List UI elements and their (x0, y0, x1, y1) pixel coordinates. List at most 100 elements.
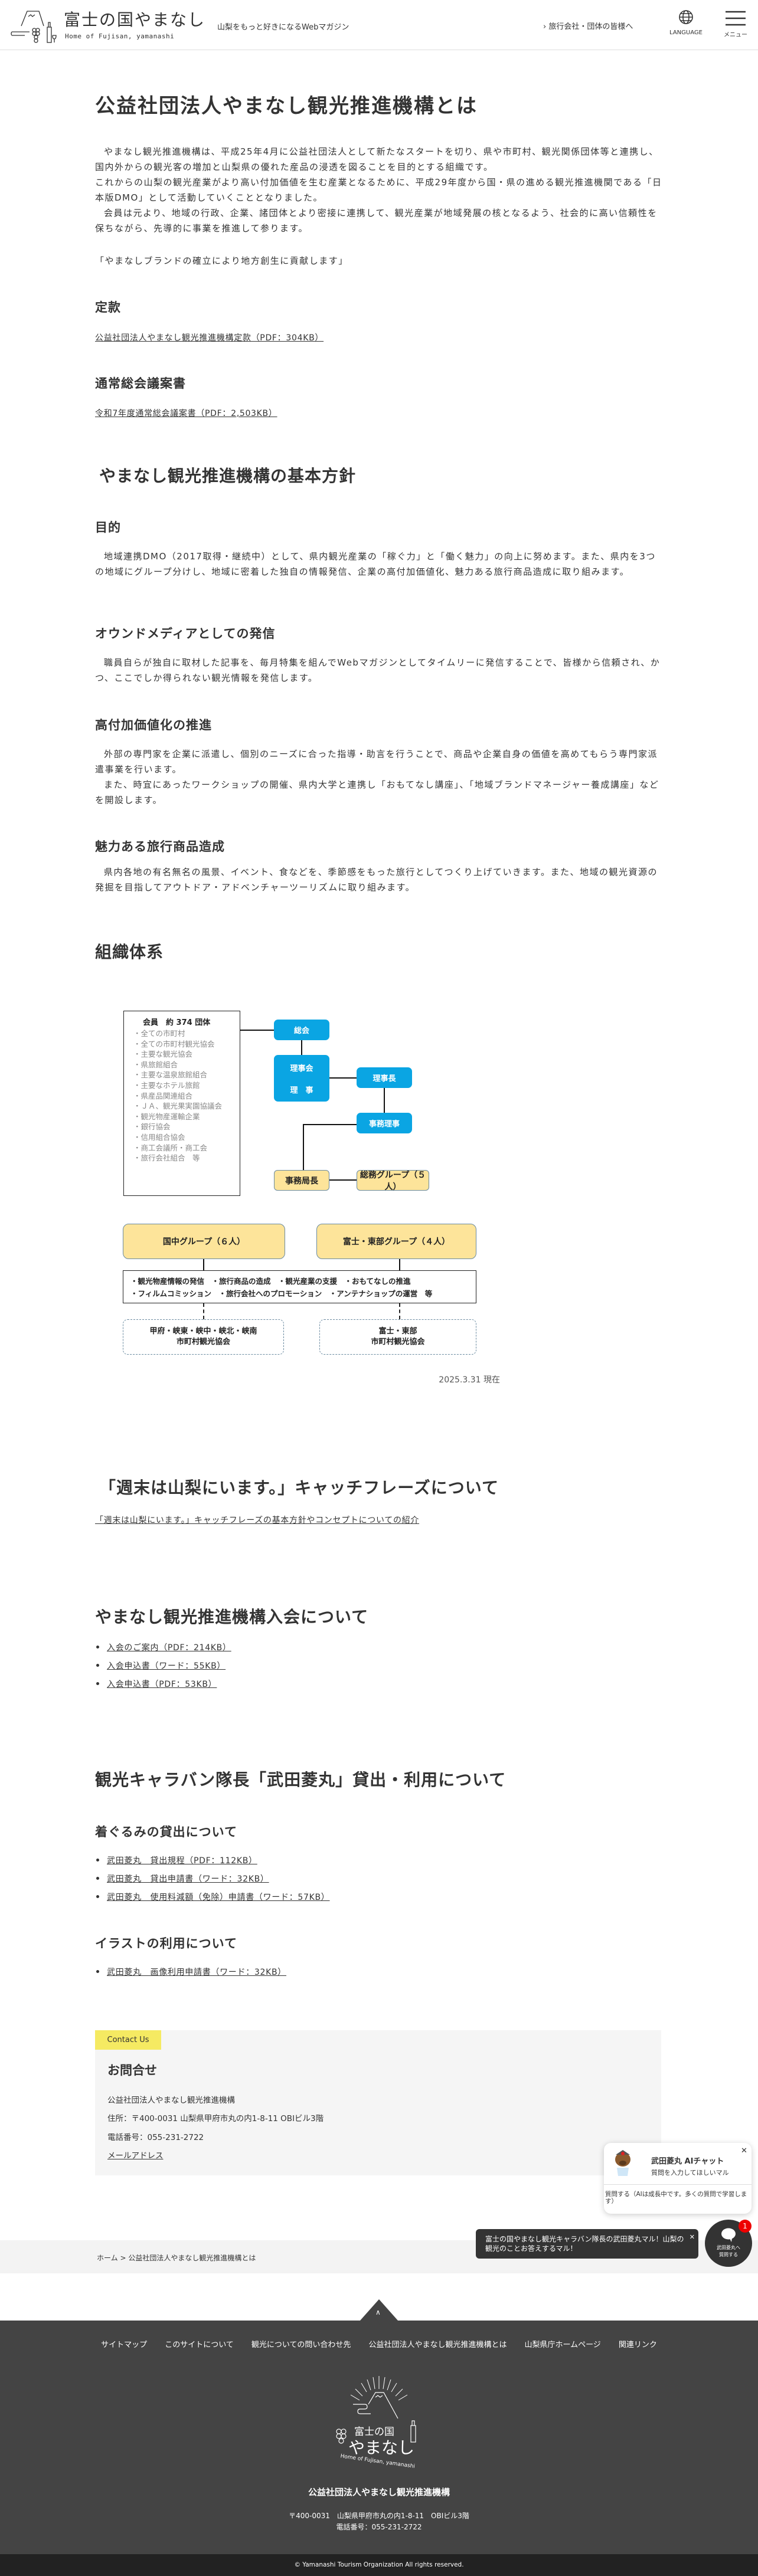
chat-open-button[interactable]: 武田菱丸へ質問する 1 (705, 2220, 752, 2267)
contact-address: 住所：〒400-0031 山梨県甲府市丸の内1-8-11 OBIビル3階 (107, 2114, 324, 2123)
fuji-associations-box: 富士・東部市町村観光協会 (319, 1319, 476, 1355)
illust-links: 武田菱丸 画像利用申請書（ワード：32KB） (95, 1966, 286, 1984)
board-box: 理事会 理 事 (274, 1055, 329, 1102)
list-item: 武田菱丸 画像利用申請書（ワード：32KB） (95, 1966, 286, 1984)
contact-org: 公益社団法人やまなし観光推進機構 (107, 2096, 235, 2105)
footer-link-prefecture[interactable]: 山梨県庁ホームページ (524, 2341, 601, 2349)
notification-badge: 1 (739, 2220, 752, 2233)
membership-guide-link[interactable]: 入会のご案内（PDF：214KB） (107, 1643, 231, 1653)
intro-paragraph: これからの山梨の観光産業がより高い付加価値を生む産業となるために、平成29年度か… (95, 177, 662, 203)
footer-link-organization[interactable]: 公益社団法人やまなし観光推進機構とは (368, 2341, 507, 2349)
list-item: 武田菱丸 貸出規程（PDF：112KB） (95, 1854, 330, 1873)
members-box: 会員 約 374 団体 ・全ての市町村 ・全ての市町村観光協会 ・主要な観光協会… (123, 1011, 240, 1196)
member-item: ・信用組合協会 (133, 1132, 185, 1142)
breadcrumb-current: 公益社団法人やまなし観光推進機構とは (128, 2254, 256, 2262)
list-item: 武田菱丸 貸出申請書（ワード：32KB） (95, 1873, 330, 1891)
connector-line (399, 1259, 400, 1270)
language-button[interactable]: LANGUAGE (665, 9, 707, 36)
costume-links: 武田菱丸 貸出規程（PDF：112KB） 武田菱丸 貸出申請書（ワード：32KB… (95, 1854, 330, 1909)
footer-link-sitemap[interactable]: サイトマップ (101, 2341, 148, 2349)
slogan: 「やまなしブランドの確立により地方創生に貢献します」 (95, 255, 348, 266)
footer-logo: 富士の国 やまなし Home of Fujisan, yamanashi (332, 2376, 426, 2472)
member-item: ・主要なホテル旅館 (133, 1080, 200, 1090)
footer-link-related[interactable]: 関連リンク (618, 2341, 657, 2349)
articles-heading: 定款 (95, 300, 121, 314)
members-list: ・全ての市町村 ・全ての市町村観光協会 ・主要な観光協会 ・県旅館組合 ・主要な… (133, 1028, 240, 1164)
site-logo-title[interactable]: 富士の国やまなし (64, 10, 206, 30)
assembly-pdf-link[interactable]: 令和7年度通常総会議案書（PDF：2,503KB） (95, 409, 277, 418)
rental-application-link[interactable]: 武田菱丸 貸出申請書（ワード：32KB） (107, 1874, 269, 1884)
chevron-up-icon: ∧ (375, 2308, 381, 2316)
membership-heading: やまなし観光推進機構入会について (95, 1607, 369, 1627)
articles-pdf-link[interactable]: 公益社団法人やまなし観光推進機構定款（PDF：304KB） (95, 333, 324, 343)
chat-ask-button[interactable]: 質問する（AIは成長中です。多くの質問で学習します） (605, 2191, 747, 2205)
costume-heading: 着ぐるみの貸出について (95, 1825, 237, 1839)
hamburger-icon (726, 11, 746, 26)
speech-bubble-icon (721, 2228, 736, 2242)
policy-purpose-heading: 目的 (95, 520, 121, 535)
close-icon[interactable]: ✕ (689, 2233, 695, 2241)
caravan-heading: 観光キャラバン隊長「武田菱丸」貸出・利用について (95, 1770, 507, 1790)
chat-subtitle: 質問を入力してほしいマル (651, 2169, 729, 2177)
org-as-of-date: 2025.3.31 現在 (439, 1375, 500, 1385)
copyright-bar: © Yamanashi Tourism Organization All rig… (0, 2554, 758, 2576)
close-icon[interactable]: ✕ (741, 2146, 747, 2155)
back-to-top-button[interactable] (360, 2299, 398, 2321)
policy-media-heading: オウンドメディアとしての発信 (95, 627, 276, 641)
directors-label: 理 事 (290, 1086, 313, 1095)
member-item: ・旅行会社組合 等 (133, 1153, 200, 1163)
catchphrase-link[interactable]: 「週末は山梨にいます。」キャッチフレーズの基本方針やコンセプトについての紹介 (95, 1516, 420, 1525)
site-footer: サイトマップ このサイトについて 観光についての問い合わせ先 公益社団法人やまな… (0, 2321, 758, 2576)
kuninaka-group-box: 国中グループ（６人） (123, 1224, 285, 1259)
fee-reduction-link[interactable]: 武田菱丸 使用料減額（免除）申請書（ワード：57KB） (107, 1893, 330, 1902)
connector-line (240, 1030, 274, 1031)
list-item: 入会申込書（ワード：55KB） (95, 1660, 231, 1678)
activities-line: ・観光物産情報の発信 ・旅行商品の造成 ・観光産業の支援 ・おもてなしの推進 (130, 1277, 411, 1286)
connector-line (329, 1077, 357, 1079)
footer-address: 〒400-0031 山梨県甲府市丸の内1-8-11 OBIビル3階 (289, 2512, 469, 2520)
footer-phone: 電話番号：055-231-2722 (336, 2523, 422, 2531)
footer-nav: サイトマップ このサイトについて 観光についての問い合わせ先 公益社団法人やまな… (0, 2338, 758, 2349)
divider (604, 2184, 752, 2185)
secretary-general-box: 事務局長 (274, 1170, 329, 1191)
page-title: 公益社団法人やまなし観光推進機構とは (95, 94, 478, 118)
policy-heading: やまなし観光推進機構の基本方針 (99, 466, 357, 486)
site-logo-icon[interactable] (11, 8, 60, 44)
connector-line (384, 1088, 385, 1113)
members-title: 会員 約 374 団体 (143, 1018, 211, 1027)
rental-rules-link[interactable]: 武田菱丸 貸出規程（PDF：112KB） (107, 1856, 257, 1866)
agency-link[interactable]: › 旅行会社・団体の皆様へ (543, 20, 633, 31)
menu-label: メニュー (724, 32, 747, 38)
footer-logo-line1: 富士の国 (354, 2426, 394, 2438)
site-header: 富士の国やまなし Home of Fujisan, yamanashi 山梨をも… (0, 0, 758, 50)
site-logo-subtitle: Home of Fujisan, yamanashi (65, 32, 175, 40)
intro-paragraph: 会員は元より、地域の行政、企業、諸団体とより密接に連携して、観光産業が地域発展の… (95, 208, 658, 234)
footer-link-about-site[interactable]: このサイトについて (165, 2341, 234, 2349)
fuji-group-box: 富士・東部グループ（４人） (316, 1224, 476, 1259)
globe-icon (679, 10, 693, 24)
application-pdf-link[interactable]: 入会申込書（PDF：53KB） (107, 1680, 217, 1689)
chat-title: 武田菱丸 AIチャット (651, 2157, 724, 2166)
org-heading: 組織体系 (95, 942, 164, 962)
member-item: ・全ての市町村 (133, 1029, 185, 1038)
image-use-application-link[interactable]: 武田菱丸 画像利用申請書（ワード：32KB） (107, 1968, 286, 1977)
application-word-link[interactable]: 入会申込書（ワード：55KB） (107, 1661, 226, 1671)
contact-section: Contact Us お問合せ 公益社団法人やまなし観光推進機構 住所：〒400… (95, 2030, 661, 2175)
mascot-avatar (612, 2149, 633, 2177)
assembly-heading: 通常総会議案書 (95, 376, 186, 391)
member-item: ・ＪＡ、観光果実園協議会 (133, 1102, 223, 1111)
language-label: LANGUAGE (669, 30, 703, 36)
contact-email-link[interactable]: メールアドレス (107, 2151, 164, 2161)
breadcrumb-home[interactable]: ホーム (97, 2254, 118, 2262)
executive-director-box: 事務理事 (357, 1113, 412, 1133)
activities-line: ・フィルムコミッション ・旅行会社へのプロモーション ・アンテナショップの運営 … (130, 1289, 433, 1298)
menu-button[interactable]: メニュー (720, 11, 751, 38)
footer-link-inquiries[interactable]: 観光についての問い合わせ先 (251, 2341, 351, 2349)
member-item: ・観光物産運輸企業 (133, 1112, 200, 1121)
policy-travel-heading: 魅力ある旅行商品造成 (95, 840, 225, 854)
chat-button-label: 武田菱丸へ質問する (717, 2245, 740, 2257)
member-item: ・主要な温泉旅館組合 (133, 1070, 208, 1080)
connector-dashed-line (203, 1303, 204, 1319)
agency-link-label: 旅行会社・団体の皆様へ (548, 22, 633, 31)
connector-line (303, 1124, 304, 1170)
